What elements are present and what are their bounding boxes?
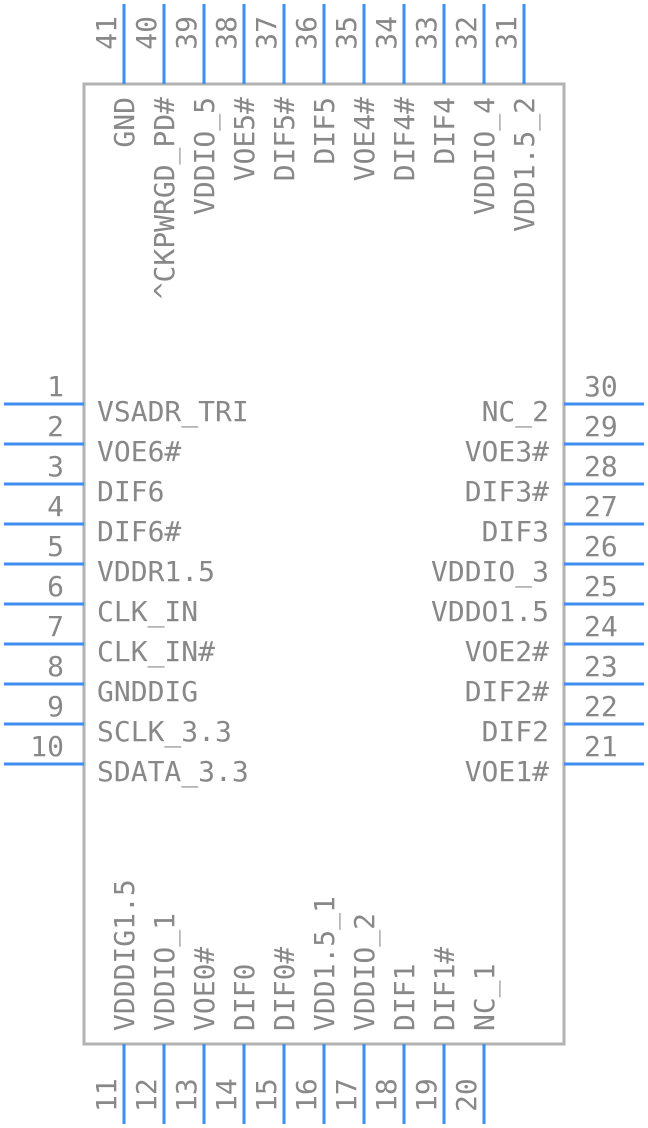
pin-30-name: NC_2 [482, 395, 549, 429]
pin-40-number: 40 [130, 16, 163, 50]
pin-2-name: VOE6# [97, 435, 181, 468]
pin-33-name: DIF4 [428, 97, 461, 164]
pin-39-name: VDDIO_5 [188, 97, 222, 215]
pin-21-name: VOE1# [465, 755, 549, 788]
pin-19-number: 19 [410, 1078, 443, 1112]
pin-18-name: DIF1 [388, 964, 421, 1031]
pin-21-number: 21 [584, 730, 618, 763]
pin-9-name: SCLK_3.3 [97, 715, 232, 749]
pin-11-number: 11 [90, 1078, 123, 1112]
pin-35-number: 35 [330, 16, 363, 50]
pin-13-number: 13 [170, 1078, 203, 1112]
pin-32-name: VDDIO_4 [468, 97, 502, 215]
pin-22-name: DIF2 [482, 715, 549, 748]
pin-20-name: NC_1 [468, 964, 502, 1031]
pin-29-name: VOE3# [465, 435, 549, 468]
pin-8-name: GNDDIG [97, 675, 198, 708]
pin-15-number: 15 [250, 1078, 283, 1112]
pin-38-name: VOE5# [228, 97, 261, 181]
pin-3-name: DIF6 [97, 475, 164, 508]
pin-26-number: 26 [584, 530, 618, 563]
pin-14-name: DIF0 [228, 964, 261, 1031]
pin-2-number: 2 [47, 410, 64, 443]
pin-29-number: 29 [584, 410, 618, 443]
pin-37-number: 37 [250, 16, 283, 50]
pin-34-name: DIF4# [388, 97, 421, 181]
pin-24-name: VOE2# [465, 635, 549, 668]
pin-22-number: 22 [584, 690, 618, 723]
pin-27-name: DIF3 [482, 515, 549, 548]
pin-7-name: CLK_IN# [97, 635, 215, 669]
pin-41-name: GND [108, 97, 141, 148]
pin-6-number: 6 [47, 570, 64, 603]
pin-32-number: 32 [450, 16, 483, 50]
pin-28-number: 28 [584, 450, 618, 483]
pin-23-name: DIF2# [465, 675, 549, 708]
pin-36-number: 36 [290, 16, 323, 50]
pin-31-name: VDD1.5_2 [508, 97, 542, 232]
pin-8-number: 8 [47, 650, 64, 683]
pin-4-name: DIF6# [97, 515, 181, 548]
pin-38-number: 38 [210, 16, 243, 50]
pin-10-name: SDATA_3.3 [97, 755, 249, 789]
pin-33-number: 33 [410, 16, 443, 50]
pin-31-number: 31 [490, 16, 523, 50]
pin-16-name: VDD1.5_1 [308, 896, 342, 1031]
pin-41-number: 41 [90, 16, 123, 50]
pin-35-name: VOE4# [348, 97, 381, 181]
pin-16-number: 16 [290, 1078, 323, 1112]
pin-11-name: VDDDIG1.5 [108, 879, 141, 1031]
pin-25-name: VDDO1.5 [431, 595, 549, 628]
pin-1-number: 1 [47, 370, 64, 403]
pin-30-number: 30 [584, 370, 618, 403]
pin-9-number: 9 [47, 690, 64, 723]
pin-27-number: 27 [584, 490, 618, 523]
pin-17-name: VDDIO_2 [348, 913, 382, 1031]
pin-14-number: 14 [210, 1078, 243, 1112]
pin-36-name: DIF5 [308, 97, 341, 164]
pin-5-number: 5 [47, 530, 64, 563]
pin-1-name: VSADR_TRI [97, 395, 249, 429]
pin-15-name: DIF0# [268, 947, 301, 1031]
pin-13-name: VOE0# [188, 947, 221, 1031]
pin-12-number: 12 [130, 1078, 163, 1112]
pin-26-name: VDDIO_3 [431, 555, 549, 589]
pin-34-number: 34 [370, 16, 403, 50]
pin-39-number: 39 [170, 16, 203, 50]
pin-19-name: DIF1# [428, 947, 461, 1031]
pin-40-name: ^CKPWRGD_PD# [148, 97, 182, 299]
pin-37-name: DIF5# [268, 97, 301, 181]
pin-6-name: CLK_IN [97, 595, 198, 629]
pin-5-name: VDDR1.5 [97, 555, 215, 588]
pin-23-number: 23 [584, 650, 618, 683]
pin-24-number: 24 [584, 610, 618, 643]
pin-18-number: 18 [370, 1078, 403, 1112]
pin-4-number: 4 [47, 490, 64, 523]
pin-3-number: 3 [47, 450, 64, 483]
pin-10-number: 10 [30, 730, 64, 763]
pin-7-number: 7 [47, 610, 64, 643]
pin-25-number: 25 [584, 570, 618, 603]
pin-17-number: 17 [330, 1078, 363, 1112]
pin-28-name: DIF3# [465, 475, 549, 508]
pin-20-number: 20 [450, 1078, 483, 1112]
pin-12-name: VDDIO_1 [148, 913, 182, 1031]
